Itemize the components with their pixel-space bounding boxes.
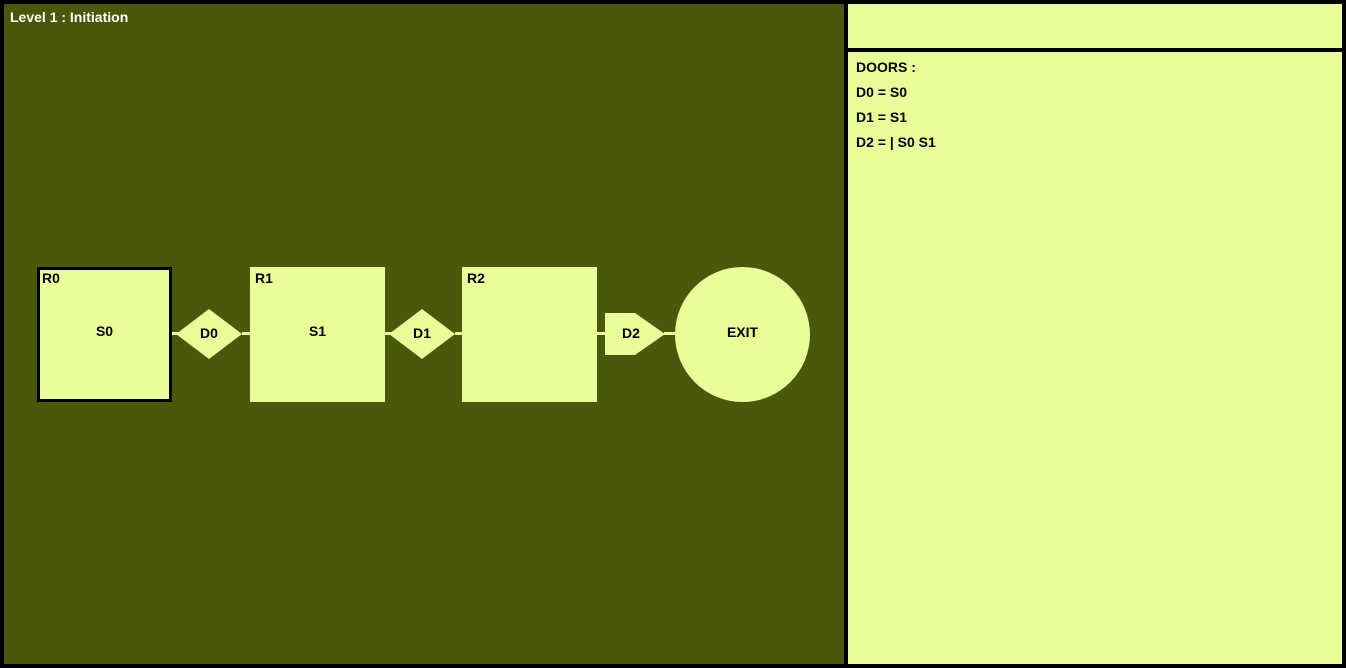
room-r2[interactable]: R2 xyxy=(462,267,597,402)
diamond-door-shape xyxy=(389,309,455,359)
door-label: D0 xyxy=(200,325,218,341)
door-d1[interactable]: D1 xyxy=(389,309,455,359)
doors-panel: DOORS : D0 = S0 D1 = S1 D2 = | S0 S1 xyxy=(848,52,1342,664)
room-r1[interactable]: R1 S1 xyxy=(250,267,385,402)
connector-r2-d2 xyxy=(597,332,605,335)
info-header-panel xyxy=(848,4,1342,48)
door-label: D2 xyxy=(622,325,640,341)
room-switch: S0 xyxy=(95,323,114,339)
door-d2[interactable]: D2 xyxy=(605,313,667,355)
doors-header: DOORS : xyxy=(856,59,916,75)
game-board: Level 1 : Initiation R0 S0 R1 S1 R2 D0 D… xyxy=(4,4,844,664)
room-label: R1 xyxy=(255,270,273,286)
connector-d2-exit xyxy=(664,332,678,335)
room-label: R0 xyxy=(42,270,60,286)
door-rule-d0: D0 = S0 xyxy=(856,84,907,100)
door-d0[interactable]: D0 xyxy=(176,309,242,359)
connector-d0-r1 xyxy=(242,332,250,335)
arrow-door-shape xyxy=(605,313,665,355)
exit-label: EXIT xyxy=(726,324,759,340)
diamond-door-shape xyxy=(176,309,242,359)
room-switch: S1 xyxy=(308,323,327,339)
connector-r0-d0 xyxy=(172,332,180,335)
room-label: R2 xyxy=(467,270,485,286)
door-rule-d1: D1 = S1 xyxy=(856,109,907,125)
level-title: Level 1 : Initiation xyxy=(10,9,129,25)
door-rule-d2: D2 = | S0 S1 xyxy=(856,134,936,150)
door-label: D1 xyxy=(413,325,431,341)
connector-d1-r2 xyxy=(455,332,463,335)
room-r0[interactable]: R0 S0 xyxy=(37,267,172,402)
exit-node[interactable]: EXIT xyxy=(675,267,810,402)
connector-r1-d1 xyxy=(385,332,393,335)
